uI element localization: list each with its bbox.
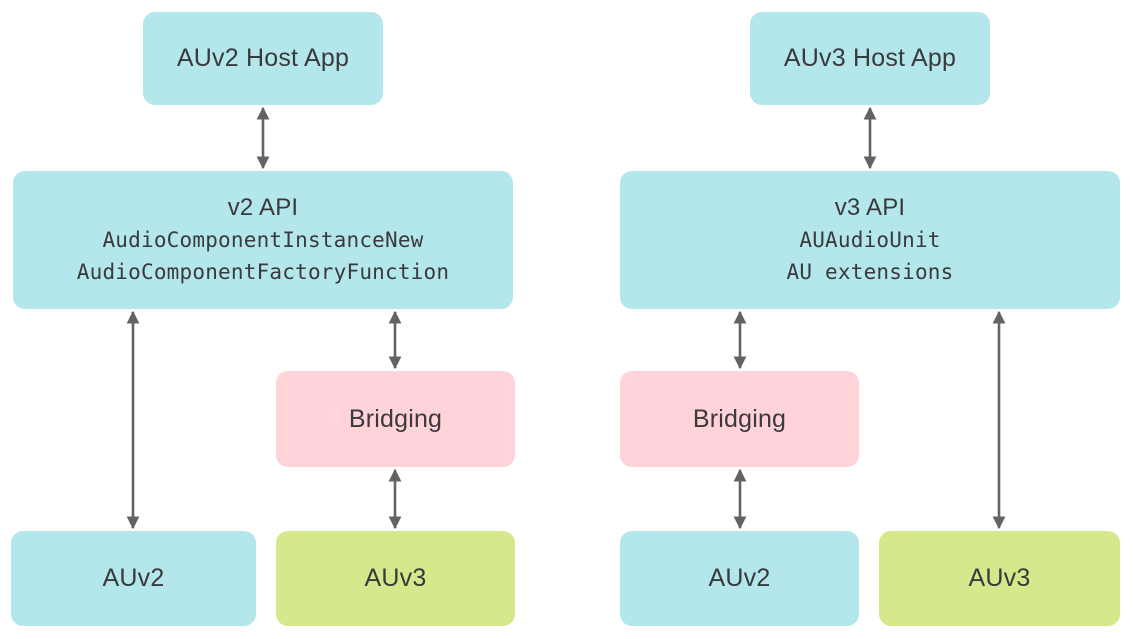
box-label: AUv2 Host App xyxy=(176,44,350,72)
box-auv3-host-app: AUv3 Host App xyxy=(750,12,990,105)
box-auv2-host-app: AUv2 Host App xyxy=(143,12,383,105)
box-label: AUv3 Host App xyxy=(783,44,957,72)
box-label: AUv3 xyxy=(968,564,1031,592)
api-symbol: AUAudioUnit xyxy=(799,228,941,252)
api-title: v3 API xyxy=(834,194,906,221)
box-label: Bridging xyxy=(348,404,443,433)
box-label: AUv2 xyxy=(708,564,771,592)
box-left-auv3: AUv3 xyxy=(276,531,515,626)
box-label: Bridging xyxy=(692,404,787,433)
box-v2-api: v2 API AudioComponentInstanceNew AudioCo… xyxy=(13,171,513,309)
box-bridging-right: Bridging xyxy=(620,371,859,467)
box-label: AUv3 xyxy=(364,564,427,592)
box-right-auv3: AUv3 xyxy=(879,531,1120,626)
box-label: AUv2 xyxy=(102,564,165,592)
box-right-auv2: AUv2 xyxy=(620,531,859,626)
box-left-auv2: AUv2 xyxy=(11,531,256,626)
box-bridging-left: Bridging xyxy=(276,371,515,467)
box-v3-api: v3 API AUAudioUnit AU extensions xyxy=(620,171,1120,309)
api-title: v2 API xyxy=(227,194,299,221)
api-symbol: AudioComponentInstanceNew xyxy=(102,228,424,252)
api-symbol: AU extensions xyxy=(786,260,954,284)
api-symbol: AudioComponentFactoryFunction xyxy=(76,260,450,284)
